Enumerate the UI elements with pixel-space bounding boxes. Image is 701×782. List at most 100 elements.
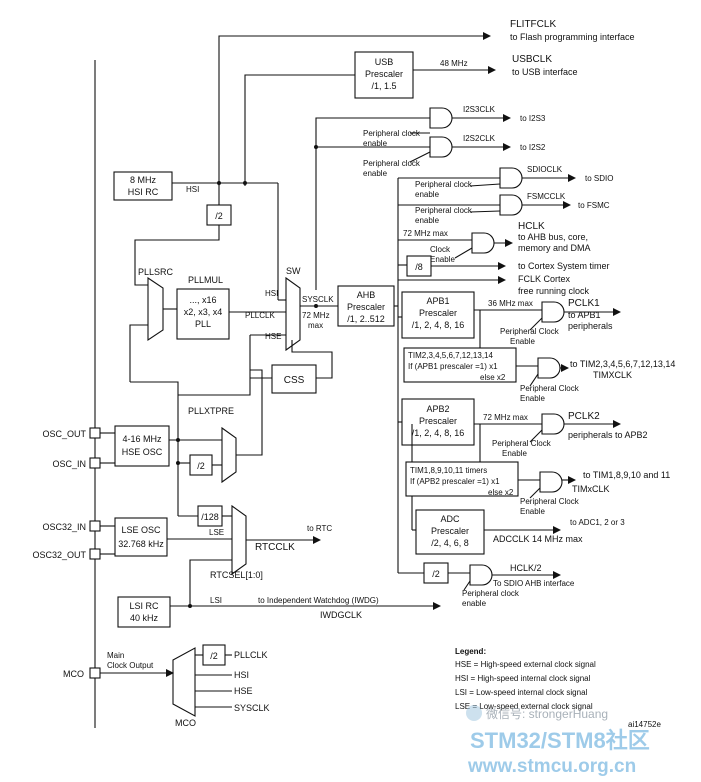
svg-text:IWDGCLK: IWDGCLK [320, 610, 362, 620]
svg-text:SYSCLK: SYSCLK [234, 703, 270, 713]
svg-text:peripherals to APB2: peripherals to APB2 [568, 430, 648, 440]
svg-text:to I2S3: to I2S3 [520, 114, 546, 123]
svg-text:TIM1,8,9,10,11 timers: TIM1,8,9,10,11 timers [410, 466, 487, 475]
svg-text:else x2: else x2 [480, 373, 506, 382]
svg-text:Enable: Enable [502, 449, 527, 458]
svg-text:32.768 kHz: 32.768 kHz [118, 539, 164, 549]
svg-text:Peripheral Clock: Peripheral Clock [492, 439, 552, 448]
svg-text:Peripheral Clock: Peripheral Clock [520, 497, 580, 506]
watermark: 微信号: strongerHuang STM32/STM8社区 www.stmc… [466, 705, 650, 777]
svg-text:HSI: HSI [234, 670, 249, 680]
svg-text:to USB interface: to USB interface [512, 67, 578, 77]
svg-text:to Independent Watchdog (IWDG): to Independent Watchdog (IWDG) [258, 596, 379, 605]
svg-text:MCO: MCO [63, 669, 84, 679]
svg-text:Prescaler: Prescaler [431, 526, 469, 536]
svg-text:/2: /2 [210, 651, 218, 661]
svg-text:8 MHz: 8 MHz [130, 175, 157, 185]
pllxtpre-mux: PLLXTPRE /2 [188, 369, 263, 484]
pin-osc32-out: OSC32_OUT [32, 548, 115, 560]
svg-text:4-16 MHz: 4-16 MHz [122, 434, 162, 444]
svg-text:to TIM2,3,4,5,6,7,12,13,14: to TIM2,3,4,5,6,7,12,13,14 [570, 359, 675, 369]
svg-text:TIMXCLK: TIMXCLK [593, 370, 632, 380]
svg-text:HSE: HSE [265, 332, 281, 341]
svg-text:FLITFCLK: FLITFCLK [510, 19, 556, 30]
svg-text:OSC32_OUT: OSC32_OUT [32, 550, 86, 560]
svg-text:OSC_OUT: OSC_OUT [42, 429, 86, 439]
svg-text:OSC_IN: OSC_IN [52, 459, 86, 469]
svg-text:/2: /2 [432, 569, 440, 579]
svg-text:www.stmcu.org.cn: www.stmcu.org.cn [467, 756, 636, 777]
hsi-div2: /2 [134, 183, 232, 286]
svg-text:TIMxCLK: TIMxCLK [572, 484, 610, 494]
pin-osc-out: OSC_OUT [42, 427, 115, 439]
svg-text:LSE = Low-speed external clock: LSE = Low-speed external clock signal [455, 702, 593, 711]
svg-text:/128: /128 [201, 512, 219, 522]
svg-text:ai14752e: ai14752e [628, 720, 661, 729]
svg-text:PLLSRC: PLLSRC [138, 267, 174, 277]
svg-text:/2: /2 [215, 211, 223, 221]
svg-text:CSS: CSS [284, 375, 305, 386]
legend: Legend: HSE = High-speed external clock … [455, 647, 661, 729]
svg-text:LSE: LSE [209, 528, 224, 537]
svg-text:SDIOCLK: SDIOCLK [527, 165, 563, 174]
svg-text:SYSCLK: SYSCLK [302, 295, 334, 304]
svg-text:MCO: MCO [175, 718, 196, 728]
svg-text:OSC32_IN: OSC32_IN [42, 522, 86, 532]
svg-text:to FSMC: to FSMC [578, 201, 610, 210]
svg-text:free running clock: free running clock [518, 286, 590, 296]
svg-text:/2, 4, 6, 8: /2, 4, 6, 8 [431, 538, 469, 548]
svg-text:Enable: Enable [430, 255, 455, 264]
svg-text:memory and DMA: memory and DMA [518, 243, 591, 253]
svg-text:PCLK1: PCLK1 [568, 298, 600, 309]
svg-text:Prescaler: Prescaler [419, 308, 457, 318]
svg-text:enable: enable [363, 169, 388, 178]
svg-text:/8: /8 [415, 262, 423, 272]
svg-text:USBCLK: USBCLK [512, 54, 552, 65]
svg-text:/1, 2, 4, 8, 16: /1, 2, 4, 8, 16 [412, 320, 465, 330]
lsi-rc-box: LSI RC 40 kHz LSI to Independent Watchdo… [117, 596, 441, 628]
svg-text:Clock: Clock [430, 245, 451, 254]
svg-text:If (APB1 prescaler =1) x1: If (APB1 prescaler =1) x1 [408, 362, 498, 371]
svg-text:HSE = High-speed external cloc: HSE = High-speed external clock signal [455, 660, 596, 669]
svg-text:HCLK/2: HCLK/2 [510, 563, 542, 573]
svg-text:Peripheral clock: Peripheral clock [415, 180, 473, 189]
svg-text:to ADC1, 2 or 3: to ADC1, 2 or 3 [570, 518, 625, 527]
svg-text:Enable: Enable [520, 507, 545, 516]
svg-text:72 MHz max: 72 MHz max [483, 413, 528, 422]
svg-text:Clock Output: Clock Output [107, 661, 154, 670]
svg-text:FSMCCLK: FSMCCLK [527, 192, 566, 201]
svg-text:Prescaler: Prescaler [347, 302, 385, 312]
svg-text:STM32/STM8社区: STM32/STM8社区 [470, 728, 650, 753]
pllmul-box: PLLMUL ..., x16 x2, x3, x4 PLL [176, 275, 286, 340]
svg-text:ADCCLK 14 MHz max: ADCCLK 14 MHz max [493, 534, 583, 544]
sdio-gate: SDIOCLK to SDIO Peripheral clock enable [398, 165, 613, 199]
svg-text:HSE OSC: HSE OSC [122, 447, 163, 457]
svg-text:PCLK2: PCLK2 [568, 411, 600, 422]
svg-text:USB: USB [375, 57, 394, 67]
svg-text:to Cortex System timer: to Cortex System timer [518, 261, 610, 271]
svg-text:To SDIO AHB interface: To SDIO AHB interface [493, 579, 575, 588]
hse-div128: /128 [178, 505, 232, 527]
svg-text:enable: enable [363, 139, 388, 148]
svg-text:x2, x3, x4: x2, x3, x4 [184, 307, 223, 317]
pin-osc-in: OSC_IN [52, 457, 115, 469]
svg-text:LSI = Low-speed internal clock: LSI = Low-speed internal clock signal [455, 688, 588, 697]
adc-prescaler: ADC Prescaler /2, 4, 6, 8 to ADC1, 2 or … [411, 496, 625, 555]
svg-text:/1, 2, 4, 8, 16: /1, 2, 4, 8, 16 [412, 428, 465, 438]
hse-osc-box: 4-16 MHz HSE OSC [114, 378, 251, 516]
pllsrc-mux: PLLSRC [129, 267, 177, 382]
svg-text:40 kHz: 40 kHz [130, 613, 159, 623]
svg-text:Legend:: Legend: [455, 647, 486, 656]
svg-text:HSE: HSE [234, 686, 253, 696]
hclk-gate: 72 MHz max HCLK to AHB bus, core, memory… [398, 221, 591, 264]
svg-text:SW: SW [286, 266, 301, 276]
apb1-prescaler: APB1 Prescaler /1, 2, 4, 8, 16 36 MHz ma… [398, 291, 621, 349]
svg-text:Peripheral Clock: Peripheral Clock [520, 384, 580, 393]
svg-text:TIM2,3,4,5,6,7,12,13,14: TIM2,3,4,5,6,7,12,13,14 [408, 351, 493, 360]
flash-clock-output: FLITFCLK to Flash programming interface [218, 19, 635, 186]
svg-text:to I2S2: to I2S2 [520, 143, 546, 152]
tim-apb1-group: TIM2,3,4,5,6,7,12,13,14 If (APB1 prescal… [403, 347, 675, 403]
svg-text:Peripheral clock: Peripheral clock [363, 159, 421, 168]
svg-text:FCLK Cortex: FCLK Cortex [518, 274, 571, 284]
svg-text:RTCSEL[1:0]: RTCSEL[1:0] [210, 570, 263, 580]
